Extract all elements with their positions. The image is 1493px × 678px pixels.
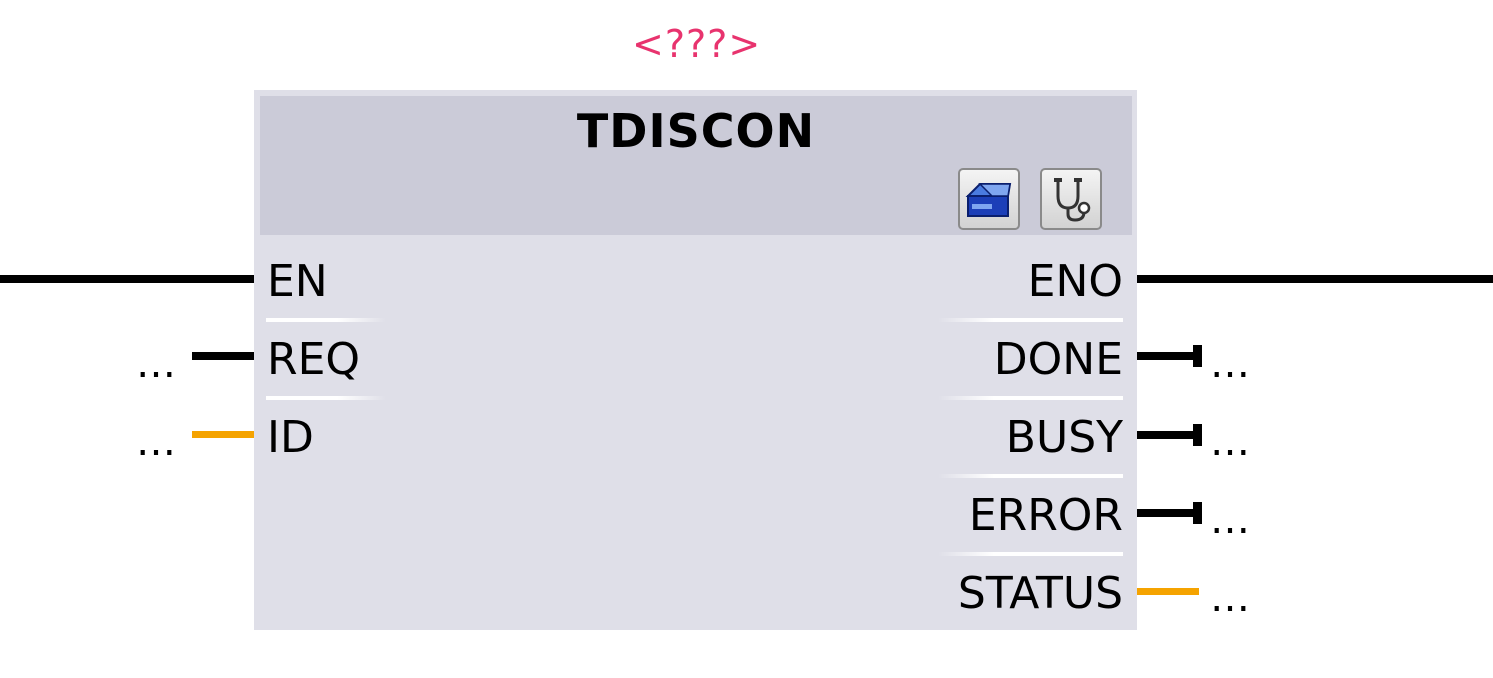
pin-error-label: ERROR (968, 490, 1123, 541)
done-output-value[interactable]: … (1210, 341, 1252, 387)
block-title: TDISCON (576, 104, 816, 158)
busy-output-wire (1137, 431, 1199, 439)
eno-power-rail (1137, 275, 1493, 283)
error-output-wire (1137, 509, 1199, 517)
req-input-value[interactable]: … (136, 341, 178, 387)
error-output-terminal (1193, 502, 1202, 524)
pin-busy-label: BUSY (1005, 412, 1123, 463)
function-block[interactable]: TDISCON (254, 90, 1137, 630)
pin-status-label: STATUS (957, 568, 1123, 619)
diagnostics-stethoscope-icon[interactable] (1040, 168, 1102, 230)
pin-done-label: DONE (993, 334, 1123, 385)
pin-separator (938, 318, 1123, 322)
pin-req-label: REQ (267, 334, 361, 385)
status-output-wire (1137, 588, 1199, 595)
open-block-icon[interactable] (958, 168, 1020, 230)
id-input-wire (192, 431, 254, 438)
busy-output-terminal (1193, 424, 1202, 446)
id-input-value[interactable]: … (136, 419, 178, 465)
en-power-rail (0, 275, 254, 283)
pin-en-label: EN (267, 256, 328, 307)
pin-separator (266, 318, 386, 322)
done-output-terminal (1193, 345, 1202, 367)
done-output-wire (1137, 352, 1199, 360)
busy-output-value[interactable]: … (1210, 419, 1252, 465)
pin-separator (938, 474, 1123, 478)
pin-separator (938, 552, 1123, 556)
pin-separator (266, 396, 386, 400)
error-output-value[interactable]: … (1210, 497, 1252, 543)
req-input-wire (192, 352, 254, 360)
status-output-value[interactable]: … (1210, 575, 1252, 621)
block-header: TDISCON (260, 96, 1132, 235)
instance-name[interactable]: <???> (632, 22, 762, 66)
pin-id-label: ID (267, 412, 314, 463)
pin-separator (938, 396, 1123, 400)
pin-eno-label: ENO (1027, 256, 1123, 307)
